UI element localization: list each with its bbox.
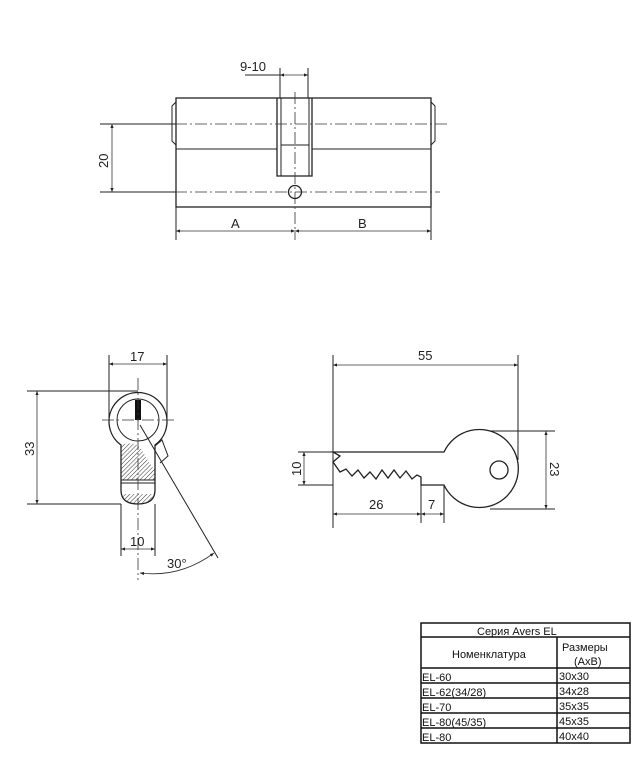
key-hole [489,460,509,480]
cylinder-body [175,97,432,208]
row-name: EL-60 [422,672,451,684]
dim-height-label: 33 [22,442,37,456]
row-name: EL-62(34/28) [422,687,486,699]
dim-width-label: 17 [130,349,144,364]
row-size: 34x28 [559,686,589,698]
header-size: Размеры [562,642,608,654]
sizes-table: Серия Avers EL Номенклатура Размеры (AxB… [420,622,631,744]
cam-slot [276,98,313,177]
cylinder-front-view: 9-10 20 A B [96,59,447,240]
dim-length-label: 55 [418,348,432,363]
dim-angle-label: 30° [167,556,187,571]
cylinder-profile [108,391,168,505]
right-cap [430,101,436,146]
row-name: EL-80(45/35) [422,717,486,729]
row-name: EL-70 [422,702,451,714]
row-size: 35x35 [559,701,589,713]
row-size: 45x35 [559,716,589,728]
cam [154,439,169,464]
dim-blade-label: 10 [289,462,304,476]
dim-shoulder-label: 7 [428,497,435,512]
dim-bottom-label: 10 [130,534,144,549]
cylinder-side-view: 17 33 10 30° [22,349,219,580]
header-name: Номенклатура [452,649,527,661]
table-title: Серия Avers EL [477,626,557,638]
dim-b-label: B [358,216,367,231]
key-view: 55 10 23 26 7 [289,348,562,528]
row-size: 40x40 [559,731,589,743]
dim-a-label: A [231,216,240,231]
dim-bow-label: 23 [547,462,562,476]
row-name: EL-80 [422,732,451,744]
dim-cut-label: 26 [369,497,383,512]
dim-height-label: 20 [96,154,111,168]
header-size-sub: (AxB) [574,656,602,668]
row-size: 30x30 [559,671,589,683]
key-outline [330,428,519,509]
dim-cam-label: 9-10 [240,59,266,74]
screw-hole [287,184,303,200]
